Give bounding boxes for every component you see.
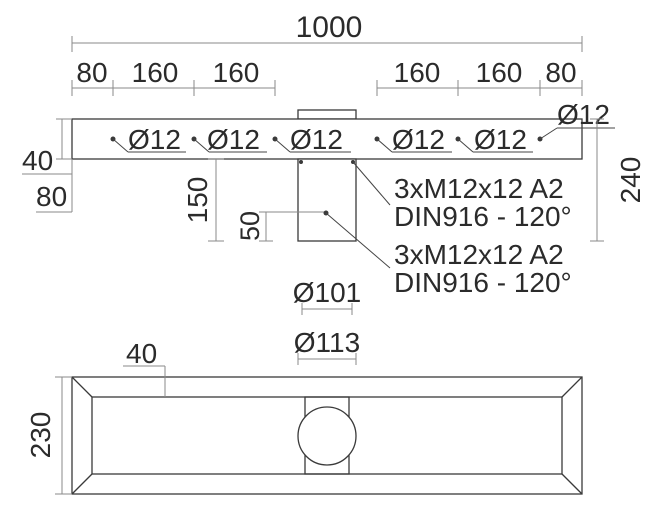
base-depth-dimension: 230 bbox=[25, 376, 72, 495]
left-spacing-dimension: 80 160 160 bbox=[71, 57, 276, 96]
outer-diameter-dimension: Ø113 bbox=[294, 327, 360, 365]
base-outer-frame bbox=[71, 376, 583, 495]
hole-1-label: Ø12 bbox=[128, 124, 181, 155]
inner-diameter-label: Ø101 bbox=[293, 277, 362, 308]
hole-2-label: Ø12 bbox=[207, 124, 260, 155]
left-spacing-80-label: 80 bbox=[76, 57, 107, 88]
base-depth-label: 230 bbox=[25, 412, 56, 459]
total-height-dimension: 240 bbox=[590, 118, 646, 242]
left-spacing-160a-label: 160 bbox=[132, 57, 179, 88]
post-hole-dimension: 50 bbox=[235, 211, 326, 242]
bar-holes: Ø12 Ø12 Ø12 Ø12 Ø12 Ø12 bbox=[110, 99, 615, 155]
top-thickness-label: 40 bbox=[22, 145, 53, 176]
right-spacing-160a-label: 160 bbox=[394, 57, 441, 88]
mounting-post bbox=[297, 158, 357, 242]
left-spacing-160b-label: 160 bbox=[213, 57, 260, 88]
screw-marker bbox=[299, 160, 303, 164]
upper-screw-spec-line2: DIN916 - 120° bbox=[394, 201, 572, 232]
total-height-label: 240 bbox=[615, 157, 646, 204]
right-spacing-dimension: 160 160 80 bbox=[376, 57, 583, 96]
inner-diameter-dimension: Ø101 bbox=[293, 277, 362, 315]
upper-screw-spec-line1: 3xM12x12 A2 bbox=[394, 173, 564, 204]
post-hole-height-label: 50 bbox=[235, 211, 265, 241]
hole-end-label: Ø12 bbox=[557, 99, 610, 130]
right-spacing-160b-label: 160 bbox=[476, 57, 523, 88]
post-height-dimension: 150 bbox=[182, 158, 224, 242]
post-height-label: 150 bbox=[182, 177, 213, 224]
base-border-dimension: 40 bbox=[123, 338, 166, 397]
base-post-circle bbox=[297, 406, 357, 466]
overall-width-dimension: 1000 bbox=[71, 11, 583, 52]
hole-5-label: Ø12 bbox=[474, 124, 527, 155]
outer-diameter-label: Ø113 bbox=[294, 327, 360, 358]
base-plate bbox=[71, 376, 583, 495]
lower-screw-spec-line1: 3xM12x12 A2 bbox=[394, 239, 564, 270]
hole-3-label: Ø12 bbox=[290, 124, 343, 155]
lower-screw-spec-line2: DIN916 - 120° bbox=[394, 267, 572, 298]
right-spacing-80-label: 80 bbox=[545, 57, 576, 88]
left-height-label: 80 bbox=[36, 181, 67, 212]
overall-width-label: 1000 bbox=[296, 11, 363, 44]
post-screws: 3xM12x12 A2 DIN916 - 120° 3xM12x12 A2 DI… bbox=[299, 160, 572, 298]
left-height-dimension: 40 80 bbox=[22, 118, 73, 213]
top-cap bbox=[297, 109, 357, 120]
base-border-label: 40 bbox=[126, 338, 157, 369]
hole-4-label: Ø12 bbox=[392, 124, 445, 155]
